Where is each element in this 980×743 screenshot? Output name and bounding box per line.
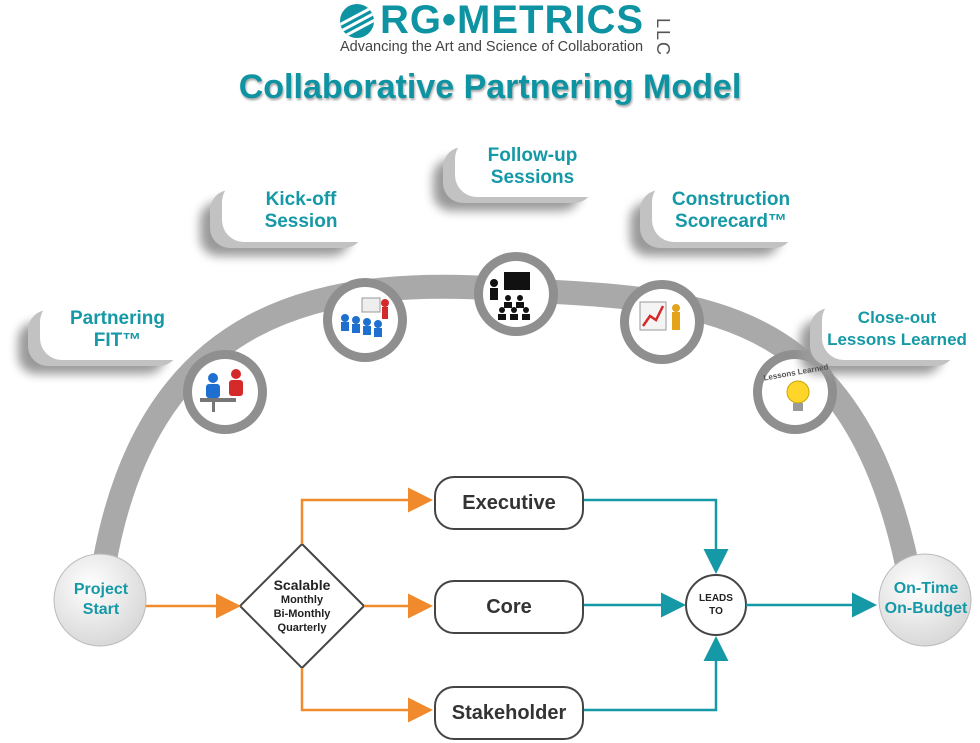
company-logo: RG•METRICS LLC Advancing the Art and Sci… — [340, 0, 700, 64]
core-box: Core — [434, 580, 584, 634]
decision-to-stakeholder-arrow — [300, 668, 433, 723]
page-title: Collaborative Partnering Model — [238, 68, 742, 106]
stage-node-2 — [323, 278, 407, 362]
growth-chart-presenter-icon — [639, 301, 680, 331]
stage-node-4 — [620, 280, 704, 364]
meeting-two-people-icon — [200, 369, 243, 412]
group-presentation-icon — [341, 297, 389, 337]
logo-globe-icon — [340, 4, 374, 38]
decision-text: Scalable Monthly Bi-Monthly Quarterly — [273, 577, 331, 634]
stakeholder-to-merge-arrow — [584, 636, 729, 712]
project-start-circle — [53, 553, 147, 647]
presenter-audience-icon — [490, 272, 530, 320]
stage-node-3 — [474, 252, 558, 336]
on-time-on-budget-circle — [878, 553, 972, 647]
logo-wordmark: RG•METRICS — [380, 0, 645, 42]
executive-box: Executive — [434, 476, 584, 530]
stakeholder-box: Stakeholder — [434, 686, 584, 740]
executive-to-merge-arrow — [584, 498, 729, 574]
decision-to-executive-arrow — [300, 487, 433, 544]
stage-node-1 — [183, 350, 267, 434]
stage-node-5 — [753, 350, 837, 434]
lightbulb-icon — [786, 380, 810, 411]
logo-tagline: Advancing the Art and Science of Collabo… — [340, 39, 644, 55]
